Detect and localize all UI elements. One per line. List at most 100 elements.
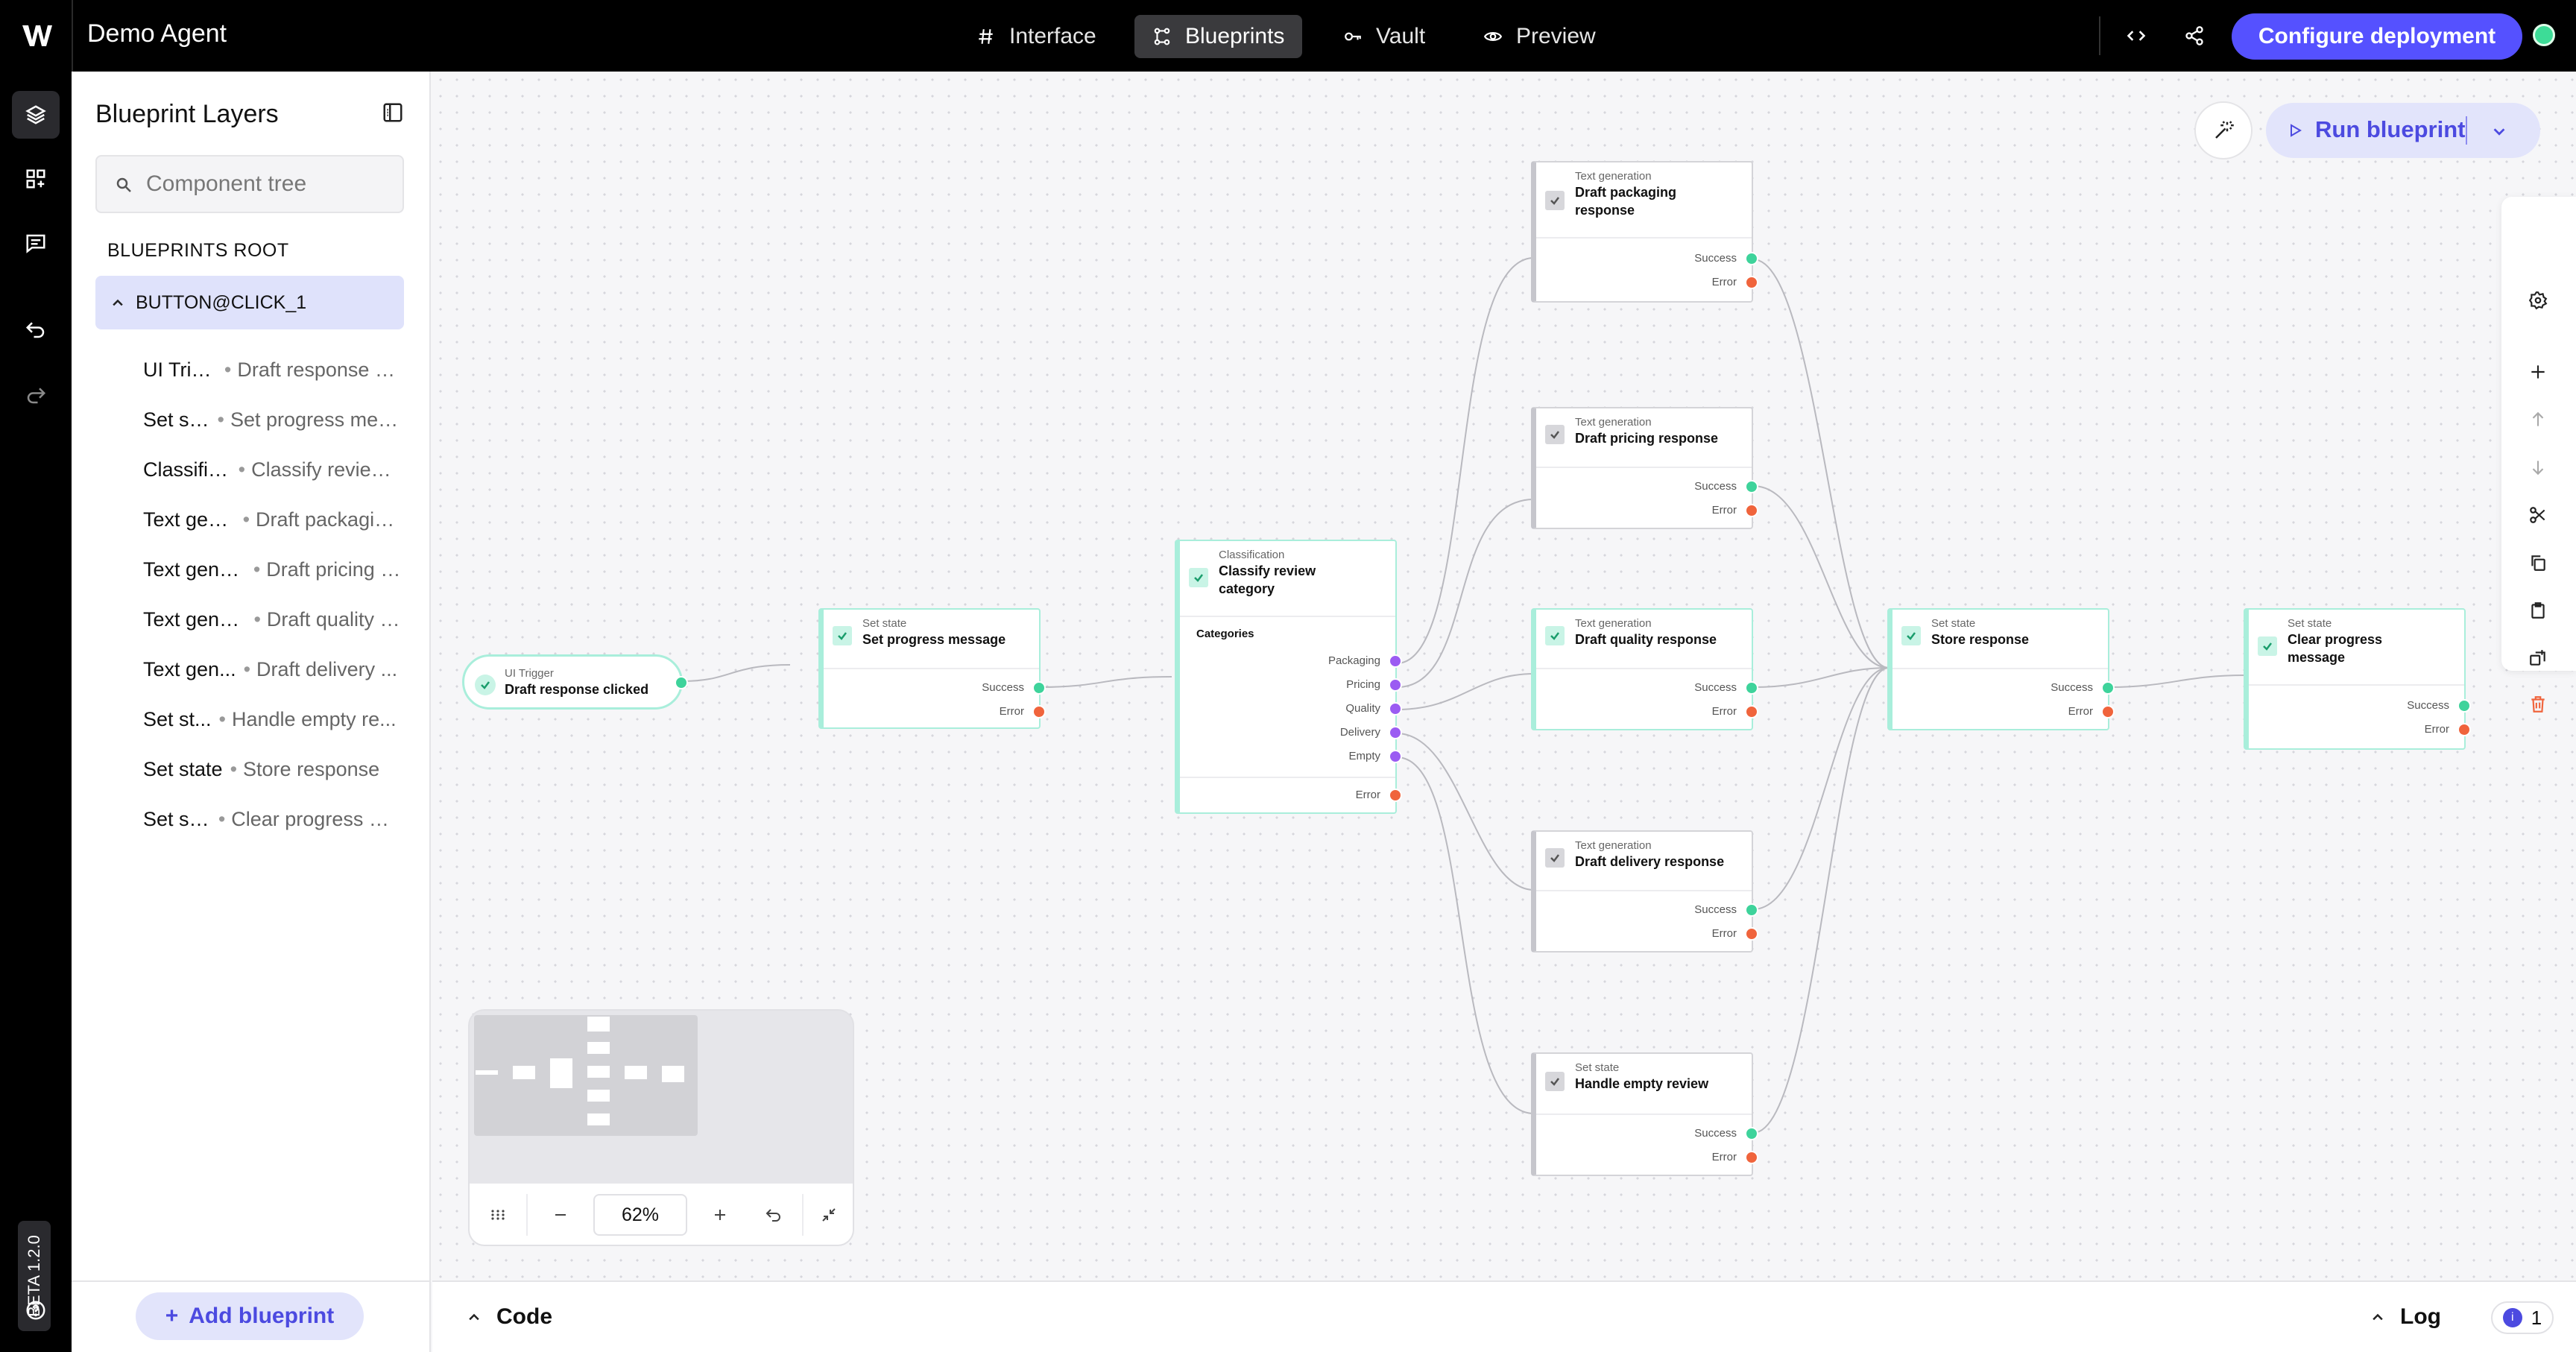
code-panel-toggle[interactable]: Code xyxy=(467,1304,552,1330)
zoom-out-button[interactable] xyxy=(546,1200,575,1230)
success-port[interactable] xyxy=(1745,480,1758,493)
tab-blueprints[interactable]: Blueprints xyxy=(1134,15,1303,58)
draft-delivery-node[interactable]: Text generation Draft delivery response … xyxy=(1531,830,1758,953)
log-panel-toggle[interactable]: Log xyxy=(2370,1304,2441,1330)
error-output-label: Error xyxy=(2068,705,2093,718)
minimap-toggle-button[interactable] xyxy=(483,1200,513,1230)
error-port[interactable] xyxy=(1745,1151,1758,1164)
tree-item[interactable]: Text gene...•Draft pricing r... xyxy=(143,557,401,581)
minimap-viewport[interactable] xyxy=(474,1015,698,1136)
success-port[interactable] xyxy=(1745,681,1758,695)
reset-zoom-button[interactable] xyxy=(759,1200,789,1230)
add-node-button[interactable] xyxy=(2527,361,2549,383)
divider xyxy=(1536,668,1752,669)
share-button[interactable] xyxy=(2179,21,2209,51)
paste-button[interactable] xyxy=(2527,599,2549,622)
tree-item[interactable]: Set state•Store response xyxy=(143,757,380,780)
undo-button[interactable] xyxy=(12,306,60,353)
error-port[interactable] xyxy=(1745,504,1758,517)
tree-item-type: UI Trig... xyxy=(143,358,217,381)
success-port[interactable] xyxy=(2457,699,2471,713)
tree-item[interactable]: UI Trig...•Draft response cl... xyxy=(143,358,401,381)
tree-item[interactable]: Text gene...•Draft quality r... xyxy=(143,607,401,631)
layers-button[interactable] xyxy=(12,91,60,139)
output-port[interactable] xyxy=(675,676,688,689)
zoom-in-button[interactable] xyxy=(705,1200,735,1230)
chat-button[interactable] xyxy=(12,219,60,267)
success-port[interactable] xyxy=(1745,1127,1758,1140)
divider xyxy=(2099,16,2100,55)
category-port[interactable] xyxy=(1389,702,1402,716)
tree-item[interactable]: Set st...•Clear progress m... xyxy=(143,807,401,830)
cut-button[interactable] xyxy=(2527,504,2549,526)
draft-quality-node[interactable]: Text generation Draft quality response S… xyxy=(1531,608,1758,730)
tab-interface[interactable]: Interface xyxy=(959,15,1114,58)
category-port[interactable] xyxy=(1389,654,1402,668)
tree-item-name: Draft response cl... xyxy=(237,358,401,381)
category-port[interactable] xyxy=(1389,678,1402,692)
success-port[interactable] xyxy=(1745,252,1758,265)
ui-trigger-node[interactable]: UI Trigger Draft response clicked xyxy=(462,654,688,710)
category-port[interactable] xyxy=(1389,750,1402,763)
error-port[interactable] xyxy=(1032,705,1046,718)
draft-packaging-node[interactable]: Text generation Draft packaging response… xyxy=(1531,161,1758,303)
tree-item-name: Draft quality r... xyxy=(266,607,401,631)
duplicate-button[interactable] xyxy=(2527,647,2549,669)
node-kind: UI Trigger xyxy=(505,667,554,680)
version-badge: BETA 1.2.0 xyxy=(18,1221,51,1331)
tab-vault[interactable]: Vault xyxy=(1325,15,1443,58)
tree-item[interactable]: Text gen...•Draft delivery ... xyxy=(143,657,398,680)
search-input[interactable] xyxy=(146,157,392,212)
add-blueprint-button[interactable]: + Add blueprint xyxy=(136,1292,364,1340)
redo-button[interactable] xyxy=(12,371,60,419)
code-view-button[interactable] xyxy=(2121,21,2151,51)
category-port[interactable] xyxy=(1389,726,1402,739)
blueprint-canvas[interactable]: UI Trigger Draft response clicked Set st… xyxy=(432,72,2576,1280)
run-blueprint-button[interactable]: Run blueprint xyxy=(2266,103,2540,158)
move-down-button[interactable] xyxy=(2527,456,2549,478)
component-tree-search xyxy=(95,155,404,213)
settings-button[interactable] xyxy=(2527,289,2549,312)
tree-item[interactable]: Classific...•Classify review ... xyxy=(143,458,401,481)
tree-item[interactable]: Text gen...•Draft packagin... xyxy=(143,508,401,531)
autofix-button[interactable] xyxy=(2194,101,2253,159)
classify-node[interactable]: Classification Classify review category … xyxy=(1175,540,1402,814)
undo-icon xyxy=(765,1209,780,1222)
clear-progress-node[interactable]: Set state Clear progress message Success… xyxy=(2244,608,2471,750)
tree-item[interactable]: Set st...•Handle empty re... xyxy=(143,707,397,730)
node-title: Set progress message xyxy=(862,632,1006,647)
tree-item-name: Classify review ... xyxy=(251,458,401,481)
move-up-button[interactable] xyxy=(2527,408,2549,431)
check-icon xyxy=(475,675,496,695)
zoom-level[interactable]: 62% xyxy=(593,1194,687,1236)
minimap[interactable] xyxy=(468,1009,854,1190)
error-port[interactable] xyxy=(2101,705,2115,718)
wire xyxy=(1038,676,1172,688)
components-button[interactable] xyxy=(12,155,60,203)
configure-deployment-button[interactable]: Configure deployment xyxy=(2232,13,2522,60)
tab-preview[interactable]: Preview xyxy=(1465,15,1614,58)
tree-group-button-click[interactable]: BUTTON@CLICK_1 xyxy=(95,276,404,329)
store-response-node[interactable]: Set state Store response Success Error xyxy=(1887,608,2115,730)
copy-button[interactable] xyxy=(2527,552,2549,574)
draft-pricing-node[interactable]: Text generation Draft pricing response S… xyxy=(1531,407,1758,529)
node-title: Draft pricing response xyxy=(1575,431,1719,446)
error-port[interactable] xyxy=(1745,705,1758,718)
success-port[interactable] xyxy=(2101,681,2115,695)
chevron-down-icon[interactable] xyxy=(2491,124,2507,140)
error-port[interactable] xyxy=(1389,789,1402,802)
handle-empty-node[interactable]: Set state Handle empty review Success Er… xyxy=(1531,1052,1758,1176)
error-port[interactable] xyxy=(2457,723,2471,736)
error-port[interactable] xyxy=(1745,276,1758,289)
fit-view-button[interactable] xyxy=(814,1200,844,1230)
error-port[interactable] xyxy=(1745,927,1758,941)
logo-icon[interactable] xyxy=(22,22,52,49)
success-port[interactable] xyxy=(1745,903,1758,917)
help-button[interactable] xyxy=(12,1286,60,1334)
log-count-badge[interactable]: i 1 xyxy=(2491,1301,2554,1334)
collapse-panel-icon[interactable] xyxy=(382,101,404,124)
set-progress-node[interactable]: Set state Set progress message Success E… xyxy=(818,608,1046,729)
success-port[interactable] xyxy=(1032,681,1046,695)
delete-button[interactable] xyxy=(2527,693,2549,716)
tree-item[interactable]: Set st...•Set progress mes... xyxy=(143,408,401,431)
